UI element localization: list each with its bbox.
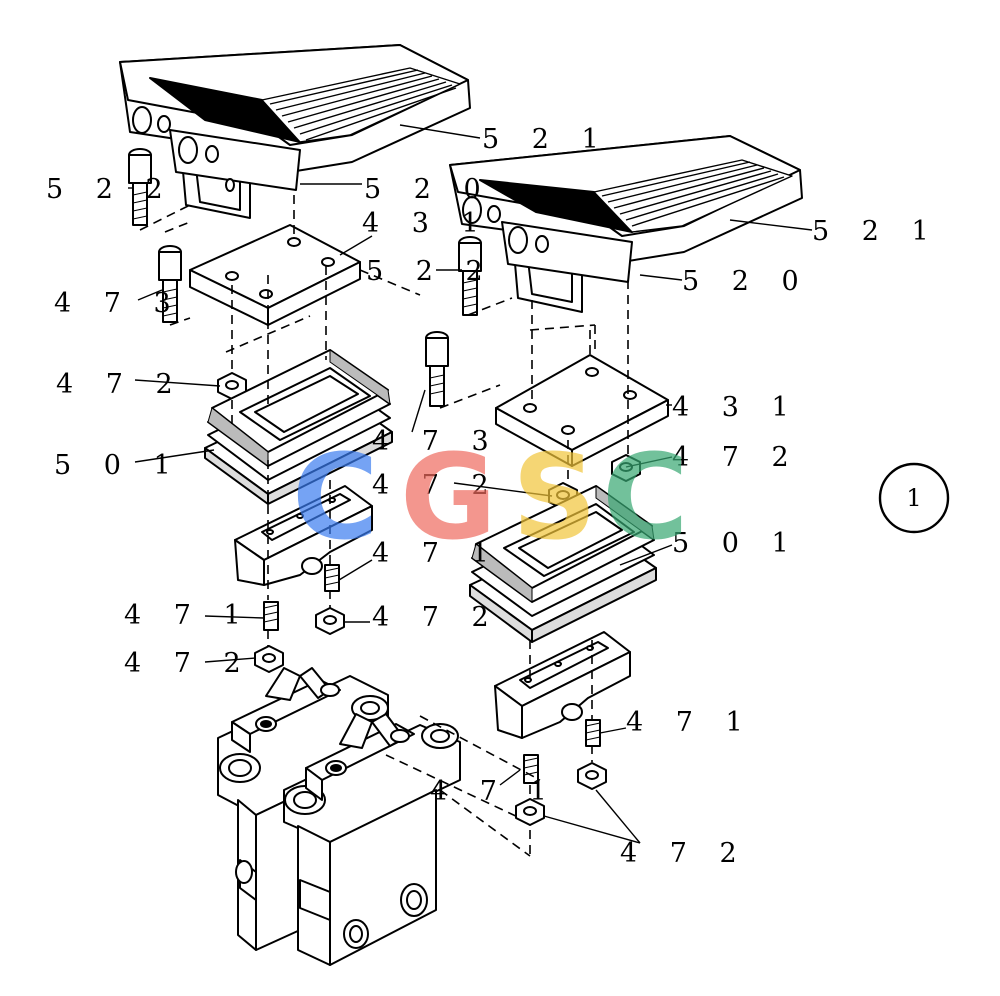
callout-label: 4 7 1 (430, 776, 559, 807)
callout-label: 4 7 2 (620, 838, 749, 869)
left-pedal (119, 44, 471, 219)
callout-label: 5 2 1 (812, 216, 941, 247)
svg-text:S: S (512, 428, 597, 566)
right-cam-block (494, 631, 631, 739)
callout-labels: 5 2 1 5 2 2 5 2 0 4 3 1 5 2 2 4 7 3 5 2 … (46, 124, 941, 869)
bolt-473-right (425, 331, 449, 407)
left-cam-block (234, 485, 373, 586)
nut-472-e (254, 645, 284, 673)
right-bellows (469, 485, 657, 643)
callout-label: 4 7 2 (124, 648, 253, 679)
nut-472-f (577, 762, 607, 790)
callout-label: 4 7 3 (54, 288, 183, 319)
nut-472-g (515, 798, 545, 826)
callout-label: 4 7 2 (56, 369, 185, 400)
bolt-522-left (128, 148, 152, 226)
callout-label: 5 2 0 (364, 174, 493, 205)
screw-471-d (523, 754, 539, 784)
pilot-valve-body (217, 667, 461, 966)
callout-label: 5 2 1 (482, 124, 611, 155)
callout-label: 4 3 1 (672, 392, 801, 423)
figure-number-badge: 1 (878, 462, 950, 534)
callout-label: 4 7 2 (372, 470, 501, 501)
screw-471-a (324, 564, 340, 592)
screw-471-c (585, 719, 601, 747)
callout-label: 4 7 3 (372, 426, 501, 457)
svg-text:C: C (602, 428, 689, 566)
watermark-logo: C G S C (292, 428, 689, 566)
screw-471-b (263, 601, 279, 631)
left-bellows (204, 349, 393, 505)
callout-label: 5 2 2 (366, 256, 495, 287)
callout-label: 4 7 1 (372, 538, 501, 569)
callout-label: 4 3 1 (362, 208, 491, 239)
leader-lines (128, 124, 813, 844)
right-plate (495, 354, 669, 467)
callout-label: 5 0 1 (54, 450, 183, 481)
svg-text:C: C (292, 428, 379, 566)
svg-text:G: G (400, 428, 497, 566)
callout-label: 5 2 2 (46, 174, 175, 205)
callout-label: 4 7 2 (672, 442, 801, 473)
assembly-lines (139, 195, 629, 857)
callout-label: 5 2 0 (682, 266, 811, 297)
right-pedal (449, 135, 803, 313)
callout-label: 5 0 1 (672, 528, 801, 559)
callout-label: 4 7 1 (626, 707, 755, 738)
callout-label: 4 7 2 (372, 602, 501, 633)
figure-number: 1 (906, 484, 921, 512)
nut-472-d (315, 607, 345, 635)
bolt-473-left (158, 245, 182, 323)
bolt-522-right (458, 236, 482, 316)
callout-label: 4 7 1 (124, 600, 253, 631)
left-plate (189, 224, 361, 326)
